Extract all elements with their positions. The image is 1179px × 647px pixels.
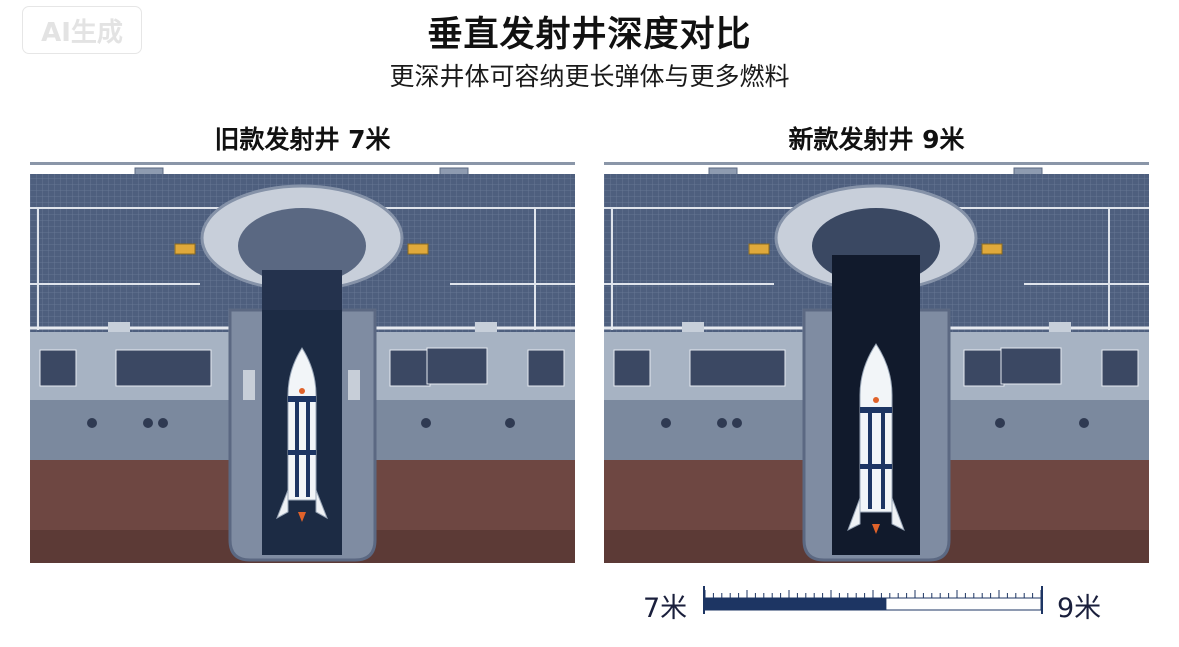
page-subtitle: 更深井体可容纳更长弹体与更多燃料 (389, 62, 790, 91)
old-silo-illustration (30, 160, 575, 563)
old-silo-title: 旧款发射井 7米 (214, 125, 391, 154)
new-silo-illustration (604, 160, 1149, 563)
ai-generated-watermark: AI生成 (22, 6, 142, 54)
scale-bar-fill (705, 598, 887, 610)
depth-scale-bar (703, 584, 1043, 616)
new-missile (847, 343, 905, 534)
old-missile (276, 347, 328, 522)
scale-label-7m: 7米 (643, 593, 688, 624)
scale-label-9m: 9米 (1057, 593, 1102, 624)
page-title: 垂直发射井深度对比 (427, 15, 752, 55)
new-silo-title: 新款发射井 9米 (788, 125, 965, 154)
